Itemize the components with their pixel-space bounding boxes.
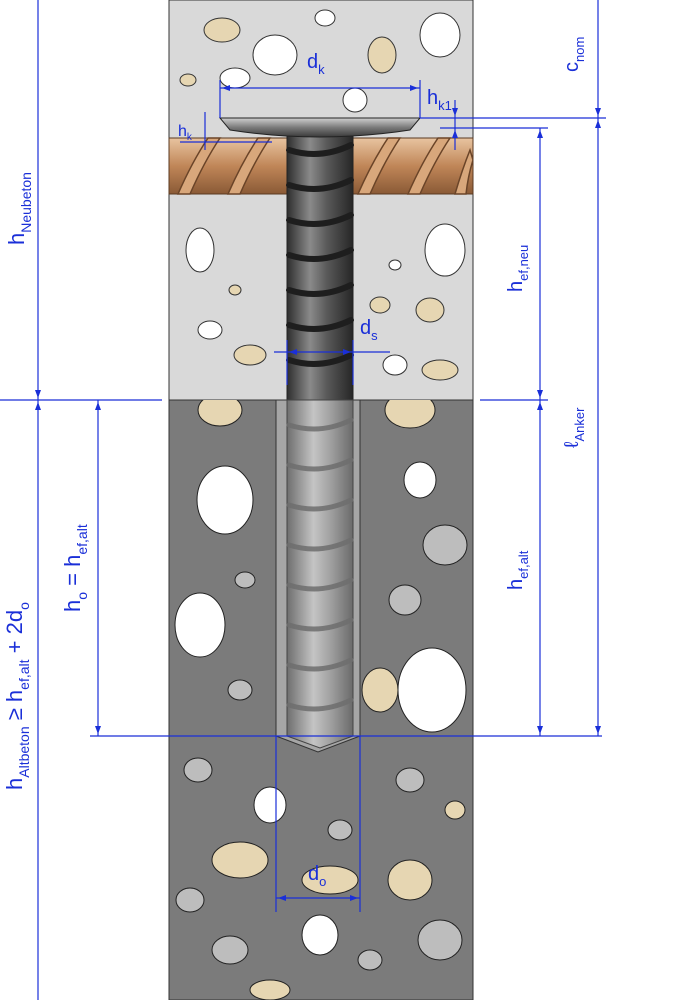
aggregate-stone (179, 73, 197, 87)
aggregate-stone (395, 767, 425, 793)
aggregate-stone (301, 865, 359, 895)
aggregate-stone (422, 524, 468, 566)
aggregate-stone (327, 819, 353, 841)
aggregate-stone (444, 800, 466, 820)
label-dk: dk (307, 51, 325, 77)
aggregate-stone (197, 400, 243, 427)
dimension-arrows (35, 85, 601, 901)
aggregate-stone (234, 571, 256, 589)
aggregate-stone (253, 786, 287, 824)
aggregate-stone (415, 297, 445, 323)
dimension-labels: dk hk1 hk cnom hNeubeton hef,neu ℓAnker … (2, 37, 587, 889)
aggregate-stone (211, 841, 269, 879)
aggregate-stone (382, 354, 408, 376)
aggregate-stone (403, 461, 437, 499)
aggregate-stone (196, 465, 254, 535)
aggregate-stone (361, 667, 399, 713)
aggregate-stone (419, 12, 461, 58)
aggregate-stone (197, 320, 223, 340)
dimension-lines (0, 0, 606, 1000)
aggregate-stone (388, 259, 402, 271)
aggregate-stone (228, 284, 242, 296)
label-l-anker: ℓAnker (561, 407, 587, 448)
aggregate-stone (252, 34, 298, 76)
label-cnom: cnom (561, 37, 587, 72)
aggregate-stone (211, 935, 249, 965)
aggregate-stone (249, 979, 291, 1000)
aggregate-stone (357, 949, 383, 971)
aggregate-stone (175, 887, 205, 913)
aggregate-stone (185, 227, 215, 273)
aggregate-stone (314, 9, 336, 27)
aggregate-stone (219, 67, 251, 89)
label-hef-neu: hef,neu (505, 245, 531, 292)
label-h-altbeton: hAltbeton ≥ hef,alt + 2do (2, 602, 32, 790)
aggregate-stone (367, 36, 397, 74)
aggregate-stone (384, 400, 436, 429)
aggregate-stone (417, 919, 463, 961)
aggregate-stone (369, 296, 391, 314)
aggregate-stone (227, 679, 253, 701)
label-hk1: hk1 (427, 87, 452, 113)
aggregate-stone (174, 592, 226, 658)
aggregate-stone (387, 859, 433, 901)
aggregate-stone (203, 17, 241, 43)
aggregate-stone (301, 914, 339, 956)
aggregate-stone (421, 359, 459, 381)
label-do: do (308, 863, 326, 889)
aggregate-stone (342, 87, 368, 113)
anchor-bolt (218, 117, 422, 749)
aggregate-stone (183, 757, 213, 783)
label-ho: ho = hef,alt (60, 524, 90, 612)
label-hk: hk (178, 123, 193, 143)
label-ds: ds (360, 317, 378, 343)
label-h-neubeton: hNeubeton (4, 172, 34, 245)
aggregate-stone (233, 344, 267, 366)
aggregate-stone (424, 223, 466, 277)
aggregate-stone (397, 647, 467, 733)
aggregate-stone (388, 584, 422, 616)
label-hef-alt: hef,alt (505, 550, 531, 590)
